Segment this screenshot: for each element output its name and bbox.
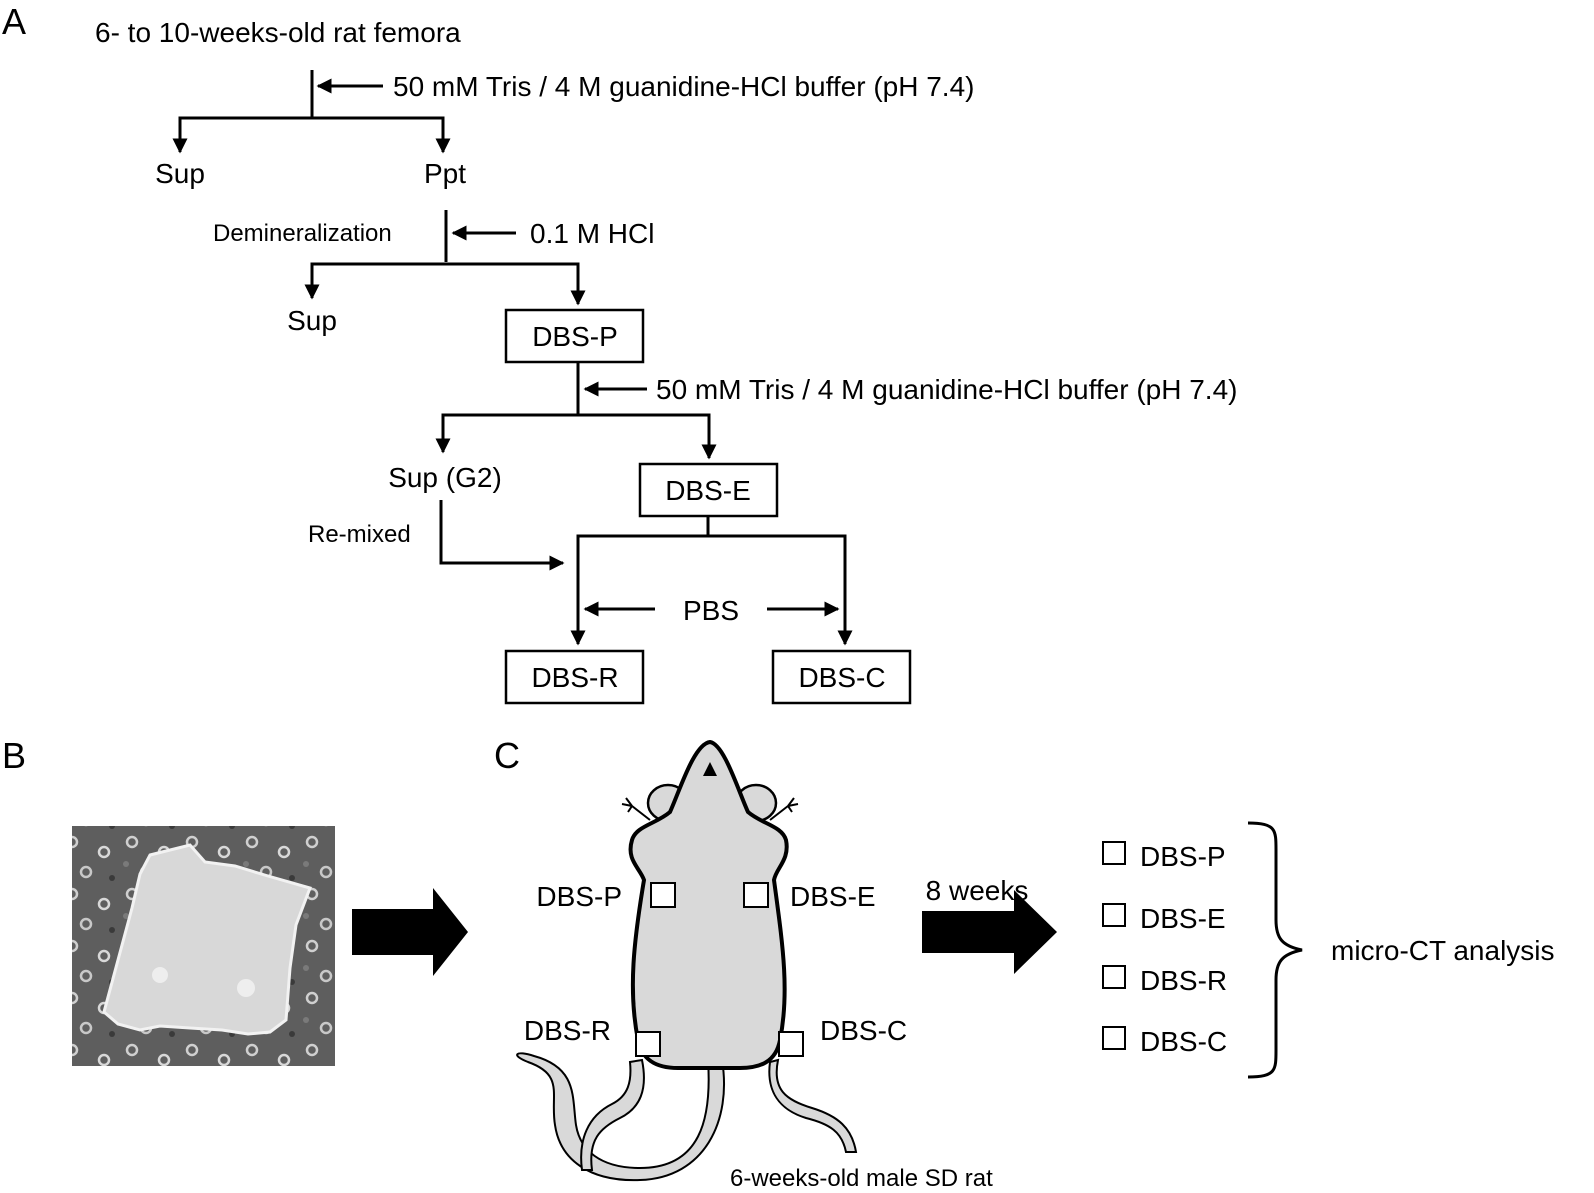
reagent-3-label: 50 mM Tris / 4 M guanidine-HCl buffer (p… bbox=[656, 374, 1237, 405]
remixed-label: Re-mixed bbox=[308, 521, 411, 548]
pbs-label: PBS bbox=[683, 595, 739, 626]
start-material-label: 6- to 10-weeks-old rat femora bbox=[95, 17, 461, 48]
result-item-1: DBS-P bbox=[1140, 841, 1226, 872]
implant-square-p bbox=[650, 882, 676, 908]
dbs-r-box bbox=[504, 649, 645, 705]
brace-icon bbox=[1247, 821, 1303, 1079]
branch-line bbox=[576, 534, 847, 636]
dbs-r-label: DBS-R bbox=[531, 662, 618, 693]
sheet-shape bbox=[102, 843, 312, 1036]
panel-a: A 6- to 10-weeks-old rat femora 50 mM Tr… bbox=[2, 1, 1237, 705]
implant-square-e bbox=[743, 882, 769, 908]
block-arrow-icon bbox=[352, 888, 468, 976]
checkbox-icon bbox=[1102, 965, 1126, 989]
implant-square-r bbox=[635, 1031, 661, 1057]
implant-label-c: DBS-C bbox=[820, 1015, 907, 1046]
duration-label: 8 weeks bbox=[926, 875, 1029, 906]
branch-line bbox=[178, 116, 445, 145]
panel-b: B bbox=[2, 735, 468, 1066]
analysis-label: micro-CT analysis bbox=[1331, 935, 1555, 966]
dbs-c-box bbox=[771, 649, 912, 705]
result-item-4: DBS-C bbox=[1140, 1026, 1227, 1057]
branch-line bbox=[310, 262, 580, 290]
panel-label-c: C bbox=[494, 735, 520, 776]
implant-square-c bbox=[778, 1031, 804, 1057]
dbs-c-label: DBS-C bbox=[798, 662, 885, 693]
panel-label-a: A bbox=[2, 1, 26, 42]
sup-g2-label: Sup (G2) bbox=[388, 462, 502, 493]
rat-illustration bbox=[516, 739, 858, 1182]
panel-label-b: B bbox=[2, 735, 26, 776]
result-item-3: DBS-R bbox=[1140, 965, 1227, 996]
dbs-sheet-photo bbox=[72, 826, 335, 1066]
reagent-1-label: 50 mM Tris / 4 M guanidine-HCl buffer (p… bbox=[393, 71, 974, 102]
dbs-p-label: DBS-P bbox=[532, 321, 618, 352]
checkbox-icon bbox=[1102, 841, 1126, 865]
demineralization-label: Demineralization bbox=[213, 220, 392, 247]
checkbox-icon bbox=[1102, 1026, 1126, 1050]
implant-label-r: DBS-R bbox=[524, 1015, 611, 1046]
dbs-e-label: DBS-E bbox=[665, 475, 751, 506]
remix-arrow bbox=[439, 500, 565, 571]
checkbox-icon bbox=[1102, 903, 1126, 927]
rat-body bbox=[628, 739, 789, 1070]
implant-label-e: DBS-E bbox=[790, 881, 876, 912]
panel-c: C DBS-P DBS-E DBS-R DBS-C 6-weeks-ol bbox=[494, 735, 1555, 1192]
dbs-p-box bbox=[504, 308, 645, 364]
ppt-label: Ppt bbox=[424, 158, 466, 189]
block-arrow-icon bbox=[922, 890, 1057, 974]
nose-icon bbox=[703, 762, 717, 776]
sup-1-label: Sup bbox=[155, 158, 205, 189]
result-item-2: DBS-E bbox=[1140, 903, 1226, 934]
dbs-e-box bbox=[638, 462, 779, 518]
implant-label-p: DBS-P bbox=[536, 881, 622, 912]
reagent-2-label: 0.1 M HCl bbox=[530, 218, 654, 249]
rat-caption: 6-weeks-old male SD rat bbox=[730, 1165, 993, 1192]
branch-line bbox=[441, 413, 711, 440]
sup-2-label: Sup bbox=[287, 305, 337, 336]
